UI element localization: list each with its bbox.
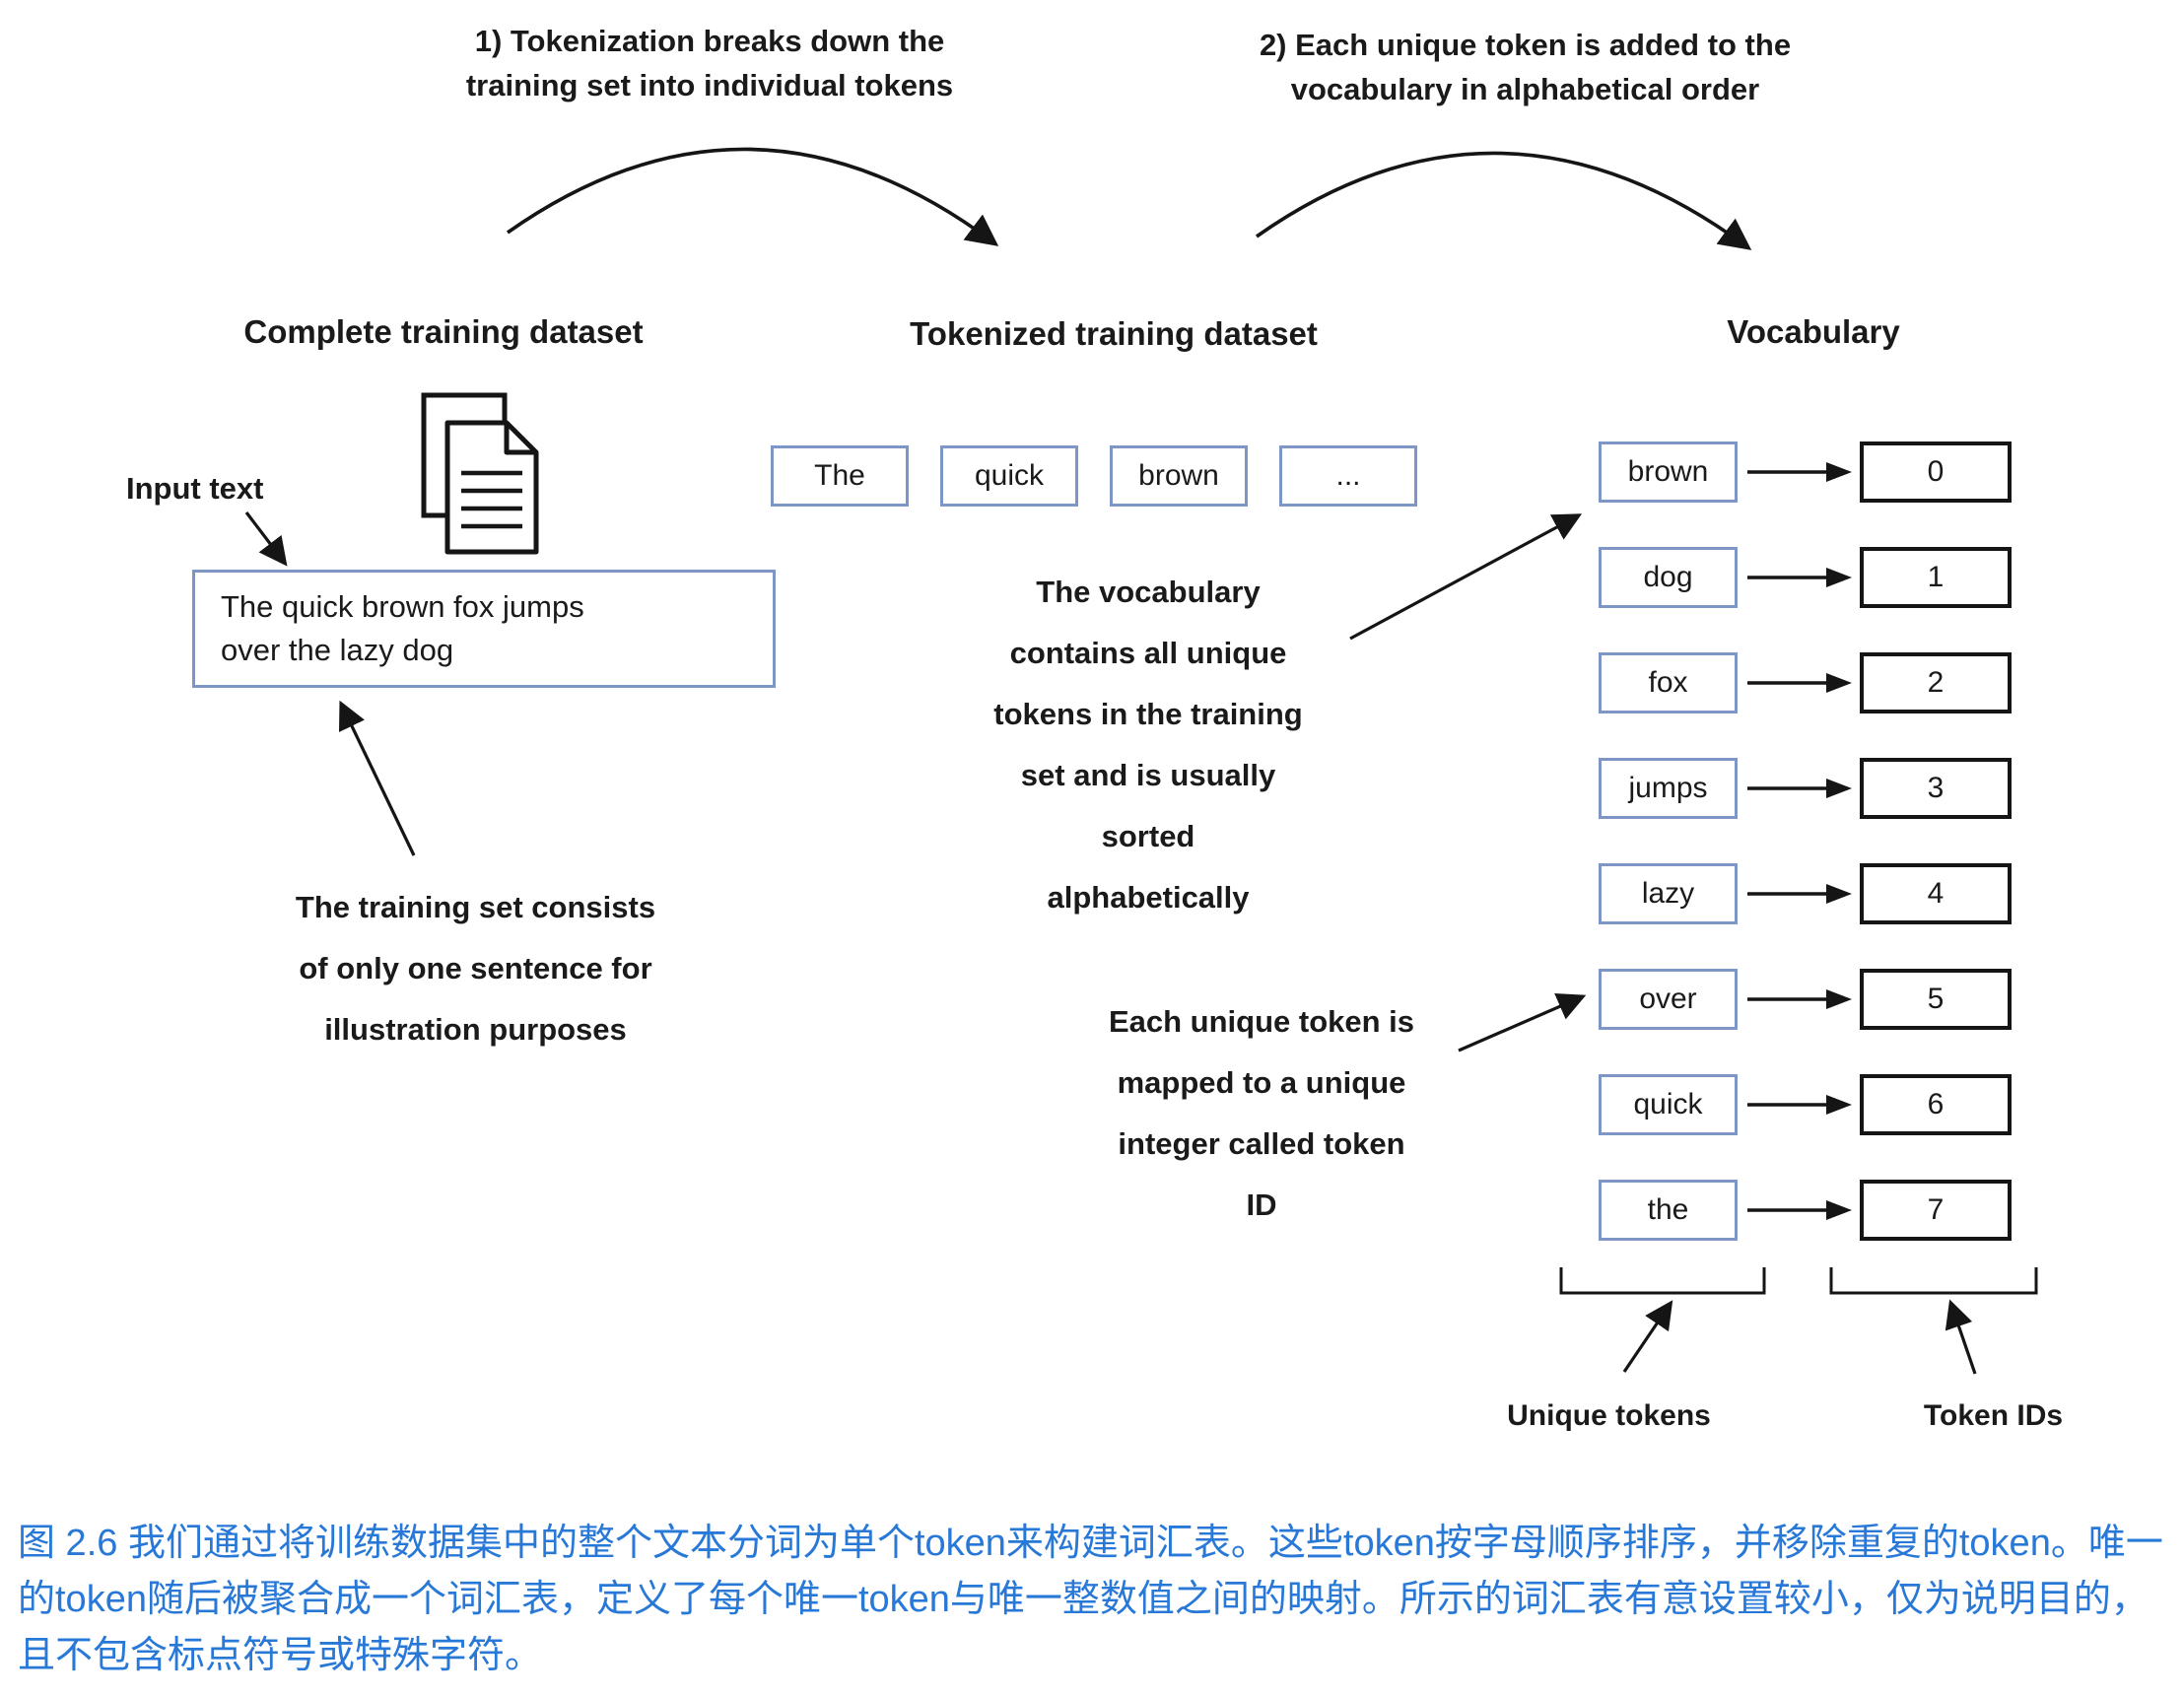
annotation-step1: 1) Tokenization breaks down the training… <box>465 24 954 102</box>
document-icon <box>421 392 539 555</box>
unique-tokens-label: Unique tokens <box>1507 1399 1711 1432</box>
step1-curve-arrow-icon <box>506 147 999 246</box>
token-id-note: Each unique token is mapped to a unique … <box>1108 1004 1415 1222</box>
step2-curve-arrow-icon <box>1255 151 1752 250</box>
vocab-token-box: jumps <box>1599 758 1738 819</box>
vocab-token-box: quick <box>1599 1074 1738 1135</box>
vocabulary-row: dog 1 <box>1599 547 2012 608</box>
input-text-value: The quick brown fox jumps over the lazy … <box>221 588 584 667</box>
vocab-id-box: 1 <box>1860 547 2012 608</box>
token-box: brown <box>1110 445 1248 507</box>
input-text-box: The quick brown fox jumps over the lazy … <box>192 570 776 688</box>
column-title-vocabulary: Vocabulary <box>1727 313 1900 350</box>
token-box: ... <box>1279 445 1417 507</box>
vocab-token-box: lazy <box>1599 863 1738 924</box>
vocabulary-note: The vocabulary contains all unique token… <box>993 575 1303 915</box>
vocab-id-box: 2 <box>1860 652 2012 713</box>
arrow-right-icon <box>1747 462 1852 482</box>
vocab-id-box: 3 <box>1860 758 2012 819</box>
vocab-token-box: the <box>1599 1180 1738 1241</box>
arrow-right-icon <box>1747 779 1852 798</box>
arrow-right-icon <box>1747 1200 1852 1220</box>
vocab-token-box: dog <box>1599 547 1738 608</box>
token-ids-bracket-icon <box>1829 1267 2038 1295</box>
vocabulary-row: over 5 <box>1599 969 2012 1030</box>
vocabulary-row: fox 2 <box>1599 652 2012 713</box>
vocab-id-box: 6 <box>1860 1074 2012 1135</box>
arrow-right-icon <box>1747 1095 1852 1115</box>
arrow-right-icon <box>1747 568 1852 587</box>
input-text-label: Input text <box>126 471 264 506</box>
arrow-right-icon <box>1747 884 1852 904</box>
token-box: The <box>771 445 909 507</box>
training-set-note: The training set consists of only one se… <box>295 890 656 1047</box>
vocab-id-box: 4 <box>1860 863 2012 924</box>
figure-caption: 图 2.6 我们通过将训练数据集中的整个文本分词为单个token来构建词汇表。这… <box>18 1523 2163 1676</box>
vocabulary-row: lazy 4 <box>1599 863 2012 924</box>
vocab-note-arrow-icon <box>1349 513 1583 641</box>
vocab-token-box: brown <box>1599 441 1738 503</box>
token-ids-label: Token IDs <box>1923 1399 2064 1432</box>
arrow-right-icon <box>1747 989 1852 1009</box>
vocabulary-row: quick 6 <box>1599 1074 2012 1135</box>
vocabulary-table: brown 0 dog 1 fox 2 jumps 3 lazy 4 over <box>1599 441 2012 1285</box>
training-note-arrow-icon <box>338 700 416 856</box>
vocab-id-box: 7 <box>1860 1180 2012 1241</box>
column-title-tokenized-training-dataset: Tokenized training dataset <box>910 315 1318 352</box>
arrow-right-icon <box>1747 673 1852 693</box>
vocab-id-box: 0 <box>1860 441 2012 503</box>
vocab-id-box: 5 <box>1860 969 2012 1030</box>
vocabulary-row: brown 0 <box>1599 441 2012 503</box>
vocabulary-row: the 7 <box>1599 1180 2012 1241</box>
id-note-arrow-icon <box>1458 992 1587 1052</box>
token-ids-arrow-icon <box>1945 1299 1977 1375</box>
input-text-arrow-icon <box>244 511 288 567</box>
column-title-complete-training-dataset: Complete training dataset <box>243 313 644 350</box>
unique-tokens-arrow-icon <box>1622 1300 1673 1373</box>
token-box: quick <box>940 445 1078 507</box>
vocab-token-box: over <box>1599 969 1738 1030</box>
tokenized-row: The quick brown ... <box>771 445 1417 507</box>
vocab-token-box: fox <box>1599 652 1738 713</box>
annotation-step2: 2) Each unique token is added to the voc… <box>1259 28 1792 106</box>
vocabulary-row: jumps 3 <box>1599 758 2012 819</box>
unique-tokens-bracket-icon <box>1559 1267 1766 1295</box>
